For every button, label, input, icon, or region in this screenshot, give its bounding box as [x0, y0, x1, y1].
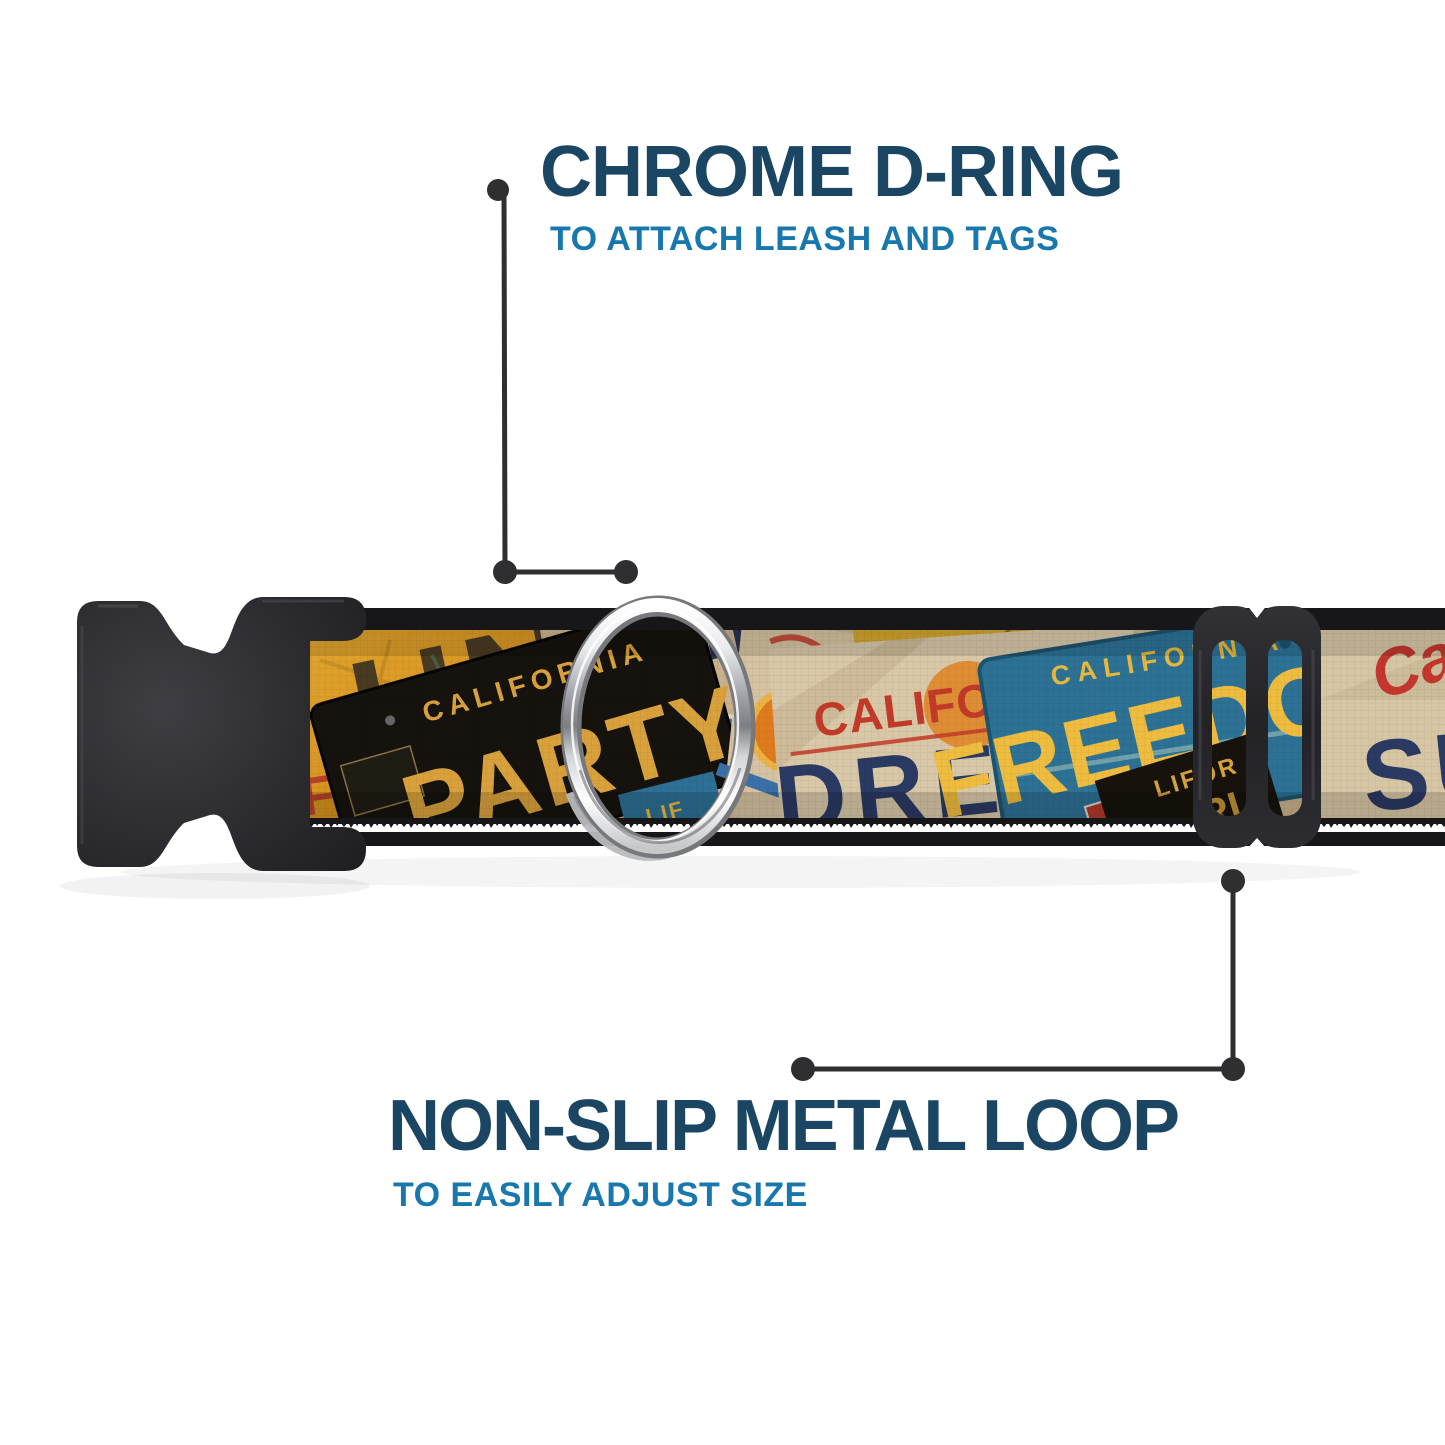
metal-loop-slider	[1193, 604, 1321, 850]
webbing-texture	[296, 630, 1445, 818]
leader-dot	[1221, 1057, 1245, 1081]
callout-chrome-d-ring: CHROME D-RING TO ATTACH LEASH AND TAGS	[540, 132, 1124, 258]
side-release-buckle	[77, 597, 366, 871]
callout-leader-top	[487, 179, 638, 584]
leader-dot	[493, 560, 517, 584]
callout-top-title: CHROME D-RING	[540, 132, 1124, 212]
callout-bottom-title: NON-SLIP METAL LOOP	[388, 1086, 1180, 1166]
webbing-print: UN FO HOME	[296, 630, 1445, 818]
leader-dot	[487, 179, 509, 201]
leader-dot	[614, 560, 638, 584]
leader-dot	[791, 1057, 815, 1081]
product-shadow	[60, 856, 1360, 899]
callout-top-subtitle: TO ATTACH LEASH AND TAGS	[550, 220, 1060, 258]
callout-metal-loop: NON-SLIP METAL LOOP TO EASILY ADJUST SIZ…	[388, 1086, 1180, 1214]
chrome-d-ring	[560, 595, 756, 861]
callout-bottom-subtitle: TO EASILY ADJUST SIZE	[393, 1176, 808, 1214]
collar-webbing: UN FO HOME	[296, 608, 1445, 846]
callout-leader-bottom	[791, 869, 1245, 1081]
